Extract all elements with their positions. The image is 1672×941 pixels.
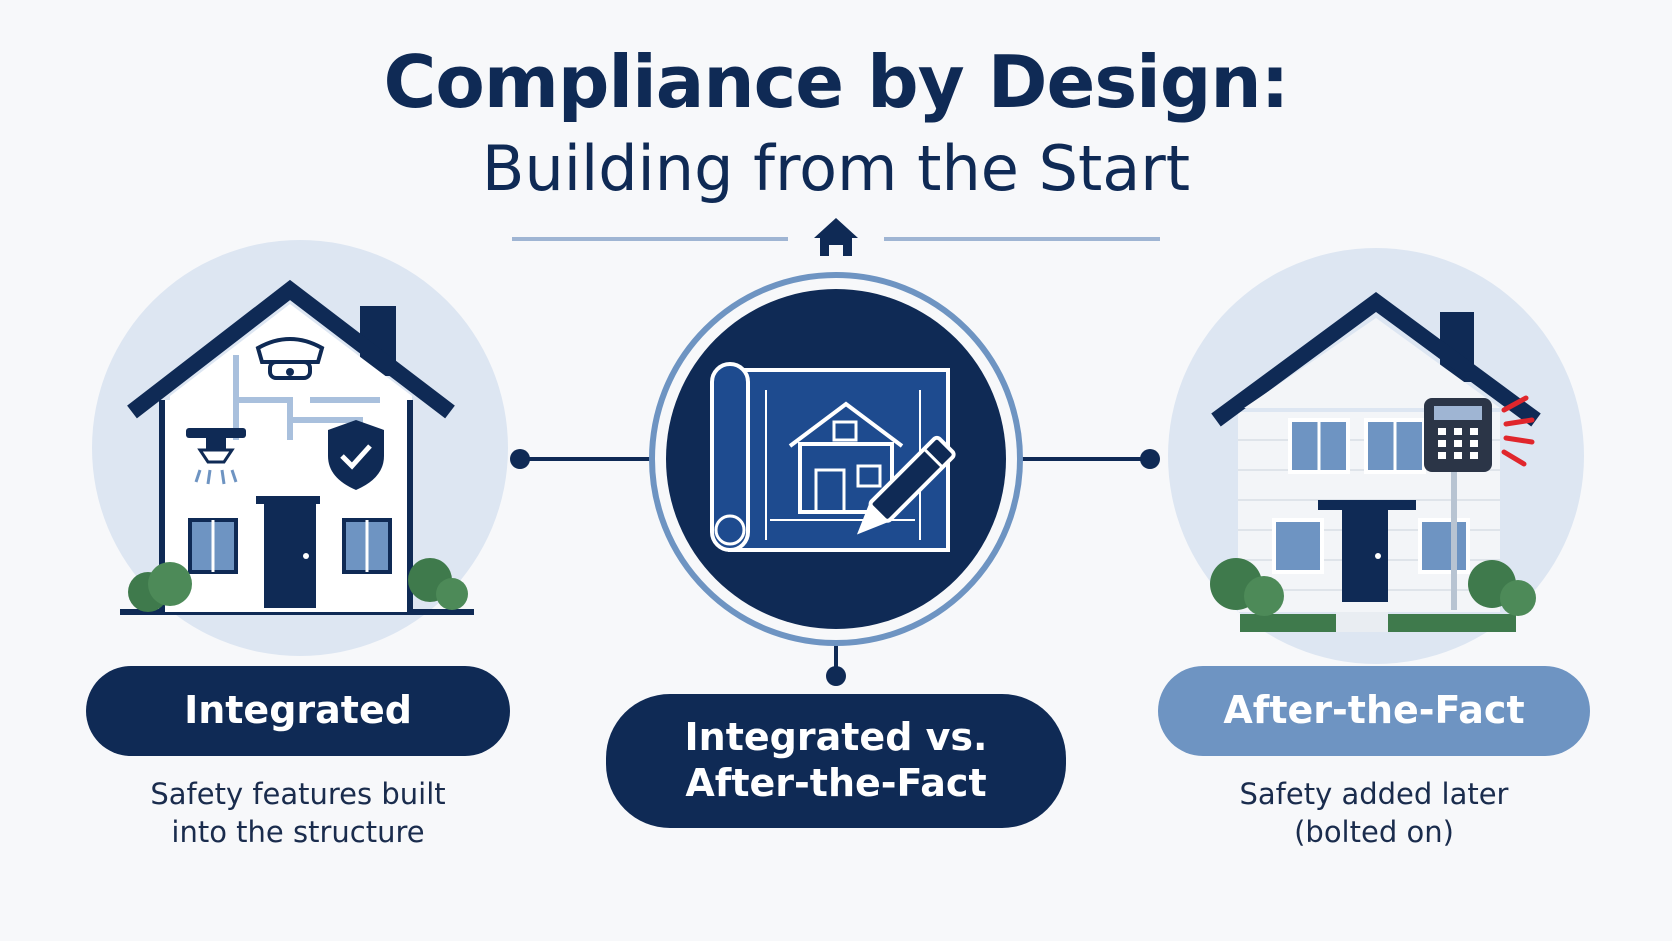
integrated-description: Safety features built into the structure [96,776,500,851]
page-subtitle: Building from the Start [481,132,1191,205]
after-the-fact-desc-line1: Safety added later [1239,777,1509,811]
after-the-fact-desc-line2: (bolted on) [1294,814,1454,849]
shield-check-icon [328,420,384,490]
smoke-detector-icon [255,337,325,380]
house-integrated-illustration [92,240,508,656]
comparison-label-line1: Integrated vs. [684,715,988,760]
house-retrofit-illustration [1168,248,1584,664]
integrated-desc-line2: into the structure [171,814,425,849]
after-the-fact-label: After-the-Fact [1158,666,1590,756]
alarm-keypad-icon [1424,395,1535,472]
integrated-label-text: Integrated [184,688,412,733]
integrated-label: Integrated [86,666,510,756]
blueprint-pencil-icon [649,272,1023,646]
comparison-label-line2: After-the-Fact [685,761,987,805]
comparison-label: Integrated vs. After-the-Fact [606,694,1066,828]
page-title: Compliance by Design: [383,40,1290,124]
sprinkler-icon [186,428,246,485]
integrated-desc-line1: Safety features built [150,777,446,811]
after-the-fact-description: Safety added later (bolted on) [1168,776,1580,851]
home-icon [814,218,858,256]
after-the-fact-label-text: After-the-Fact [1223,688,1525,733]
connector-lines [510,449,1160,686]
